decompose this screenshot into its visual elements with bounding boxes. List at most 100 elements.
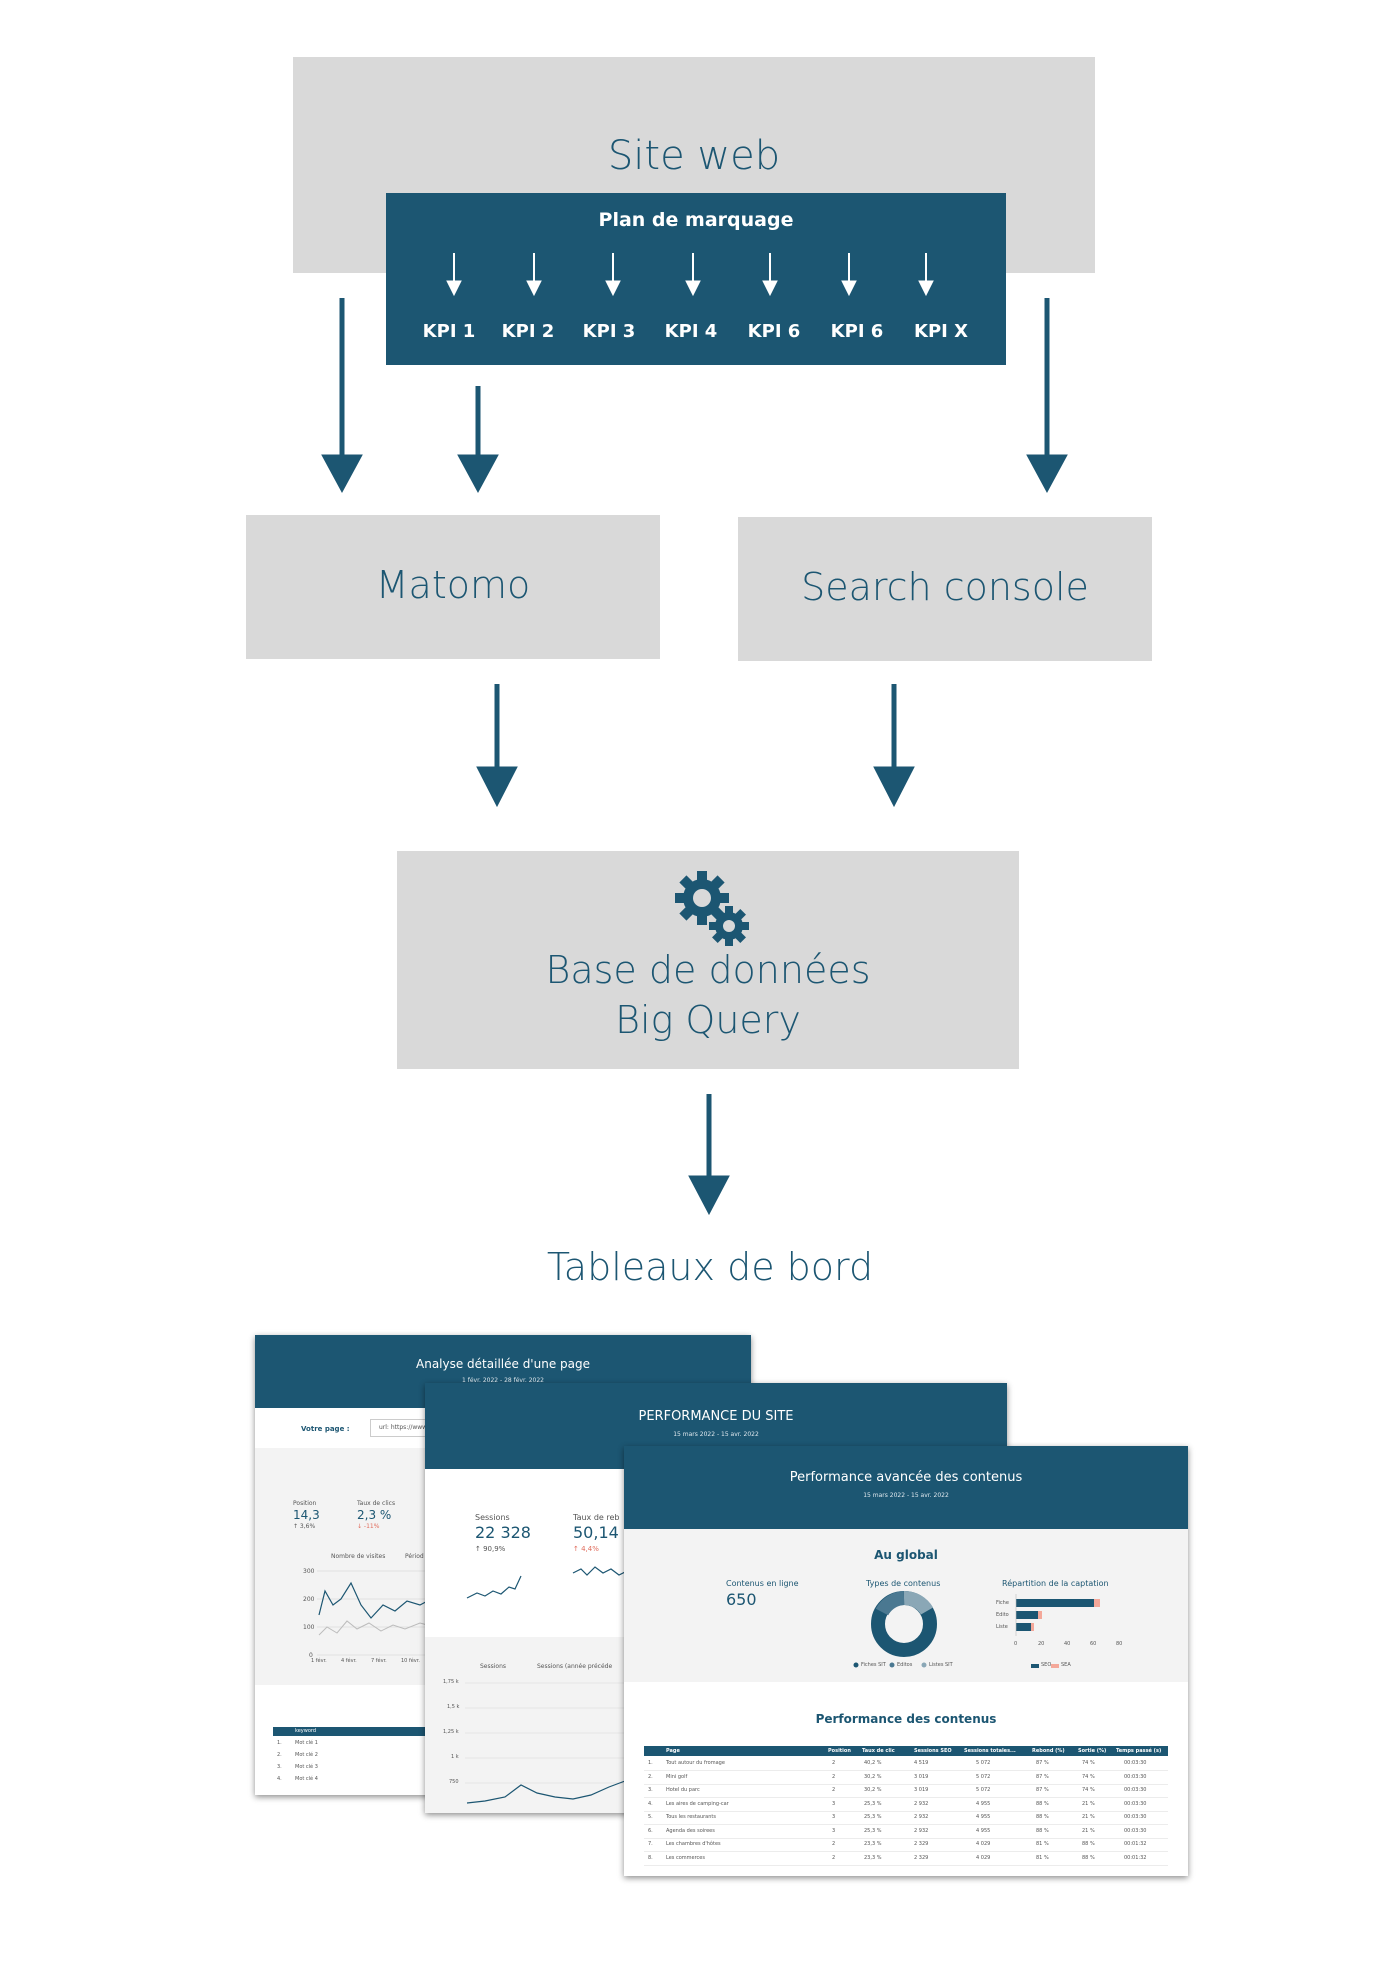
table-cell: 2 xyxy=(832,1760,836,1766)
kpi-arrow-4 xyxy=(685,253,701,297)
table-cell: 2. xyxy=(648,1773,653,1780)
y-tick-100: 100 xyxy=(303,1624,315,1631)
bounce-value: 50,14 xyxy=(573,1523,619,1542)
table-row xyxy=(644,1864,1168,1866)
sessions-delta: ↑ 90,9% xyxy=(475,1545,506,1553)
dashboards-title: Tableaux de bord xyxy=(546,1245,874,1289)
table-cell: 00:03:30 xyxy=(1124,1800,1147,1807)
site-y-tick-4: 1 k xyxy=(451,1754,459,1760)
table-cell: 00:03:30 xyxy=(1124,1773,1147,1780)
legend-visits: Nombre de visites xyxy=(331,1553,386,1560)
table-cell: 5 072 xyxy=(976,1773,991,1780)
table-cell: 6. xyxy=(648,1827,653,1834)
kpi-6: KPI 6 xyxy=(830,321,884,342)
global-title: Au global xyxy=(874,1548,938,1562)
table-cell: 3 019 xyxy=(914,1787,929,1793)
bounce-label: Taux de reb xyxy=(573,1513,620,1522)
types-donut xyxy=(871,1591,937,1657)
ctr-value: 2,3 % xyxy=(357,1508,392,1522)
table-cell: Tous les restaurants xyxy=(666,1814,716,1820)
matomo-label: Matomo xyxy=(375,563,531,607)
x-tick-1: 1 févr. xyxy=(311,1658,327,1664)
dashboard-content-header: Performance avancée des contenus 15 mars… xyxy=(624,1446,1188,1529)
content-charts xyxy=(853,1591,1100,1668)
table-cell: 4 519 xyxy=(914,1760,929,1766)
table-row xyxy=(644,1824,1168,1825)
table-cell: 2 xyxy=(832,1787,836,1793)
kpi-arrow-7 xyxy=(918,253,934,297)
content-table-header xyxy=(644,1746,1168,1756)
split-legend-sea: SEA xyxy=(1061,1662,1071,1668)
ctr-delta: ↓ -11% xyxy=(357,1523,380,1530)
split-legend-seo: SEO xyxy=(1041,1662,1052,1668)
legend-dot-editos xyxy=(889,1662,895,1668)
table-cell: 4 955 xyxy=(976,1814,991,1820)
types-legend-3: Listes SIT xyxy=(929,1662,953,1668)
x-tick-2: 4 févr. xyxy=(341,1658,357,1664)
y-tick-300: 300 xyxy=(303,1568,315,1575)
database-line-2: Big Query xyxy=(615,998,801,1042)
x-tick-4: 10 févr. xyxy=(401,1658,420,1664)
types-legend-1: Fiches SIT xyxy=(861,1662,886,1668)
legend-period: Périod xyxy=(405,1553,424,1560)
table-cell: 25,3 % xyxy=(864,1827,882,1834)
kpi-5: KPI 6 xyxy=(747,321,801,342)
split-label: Répartition de la captation xyxy=(1002,1579,1109,1588)
table-row xyxy=(644,1783,1168,1785)
split-row-1: Fiche xyxy=(996,1600,1009,1606)
col-position: Position xyxy=(828,1748,851,1754)
y-tick-200: 200 xyxy=(303,1596,315,1603)
arrow-matomo-to-db xyxy=(476,684,518,808)
table-cell: 2 329 xyxy=(914,1854,929,1861)
table-cell: 23,3 % xyxy=(864,1854,882,1861)
table-cell: 25,3 % xyxy=(864,1800,882,1807)
kpi-arrows xyxy=(446,253,934,297)
split-axis-20: 20 xyxy=(1038,1641,1045,1647)
arrow-db-to-dashboards xyxy=(688,1094,730,1216)
table-cell: 40,2 % xyxy=(864,1760,882,1766)
table-cell: 8. xyxy=(648,1854,653,1861)
table-cell: 88 % xyxy=(1036,1800,1049,1807)
legend-dot-listes xyxy=(921,1662,927,1668)
table-row xyxy=(644,1797,1168,1798)
visits-line-chart xyxy=(317,1570,436,1656)
table-cell: 3 xyxy=(832,1800,836,1807)
table-row xyxy=(644,1837,1168,1839)
table-cell: 87 % xyxy=(1036,1773,1049,1780)
dashboard-site-title: PERFORMANCE DU SITE xyxy=(638,1409,794,1424)
col-exit: Sortie (%) xyxy=(1078,1748,1107,1754)
online-value: 650 xyxy=(726,1590,757,1609)
split-axis-80: 80 xyxy=(1116,1641,1123,1647)
bounce-sparkline xyxy=(572,1566,628,1576)
dashboard-content-title: Performance avancée des contenus xyxy=(789,1470,1023,1485)
kpi-7: KPI X xyxy=(914,321,968,342)
site-y-tick-3: 1,25 k xyxy=(443,1729,459,1735)
kpi-1: KPI 1 xyxy=(422,321,476,342)
bounce-delta: ↑ 4,4% xyxy=(573,1545,599,1553)
table-cell: 2 932 xyxy=(914,1800,929,1807)
table-cell: 21 % xyxy=(1082,1800,1095,1807)
table-cell: 00:03:30 xyxy=(1124,1760,1147,1766)
table-cell: 00:03:30 xyxy=(1124,1827,1147,1834)
table-cell: 3 xyxy=(832,1814,836,1820)
table-cell: 88 % xyxy=(1036,1827,1049,1834)
table-cell: 3 xyxy=(832,1827,836,1834)
table-cell: 4 955 xyxy=(976,1800,991,1807)
arrow-site-to-search-console xyxy=(1026,298,1068,494)
plan-de-marquage-box: Plan de marquage KPI 1 KPI 2 KPI 3 KPI 4… xyxy=(386,193,1006,365)
kw-row-3-keyword: Mot clé 3 xyxy=(295,1764,318,1770)
dashboard-content-performance: Performance avancée des contenus 15 mars… xyxy=(624,1446,1188,1876)
y-tick-0: 0 xyxy=(309,1652,313,1659)
types-label: Types de contenus xyxy=(866,1579,941,1588)
site-y-tick-2: 1,5 k xyxy=(447,1704,460,1710)
table-cell: 88 % xyxy=(1082,1854,1095,1861)
table-cell: 3 019 xyxy=(914,1773,929,1780)
table-cell: 00:01:32 xyxy=(1124,1854,1147,1861)
perf-title: Performance des contenus xyxy=(815,1712,997,1726)
table-cell: Agenda des soirees xyxy=(666,1827,715,1834)
col-page: Page xyxy=(666,1748,680,1754)
split-row-3: Liste xyxy=(996,1624,1008,1630)
dashboard-page-date: 1 févr. 2022 - 28 févr. 2022 xyxy=(462,1377,544,1384)
col-seo-sessions: Sessions SEO xyxy=(914,1748,952,1754)
